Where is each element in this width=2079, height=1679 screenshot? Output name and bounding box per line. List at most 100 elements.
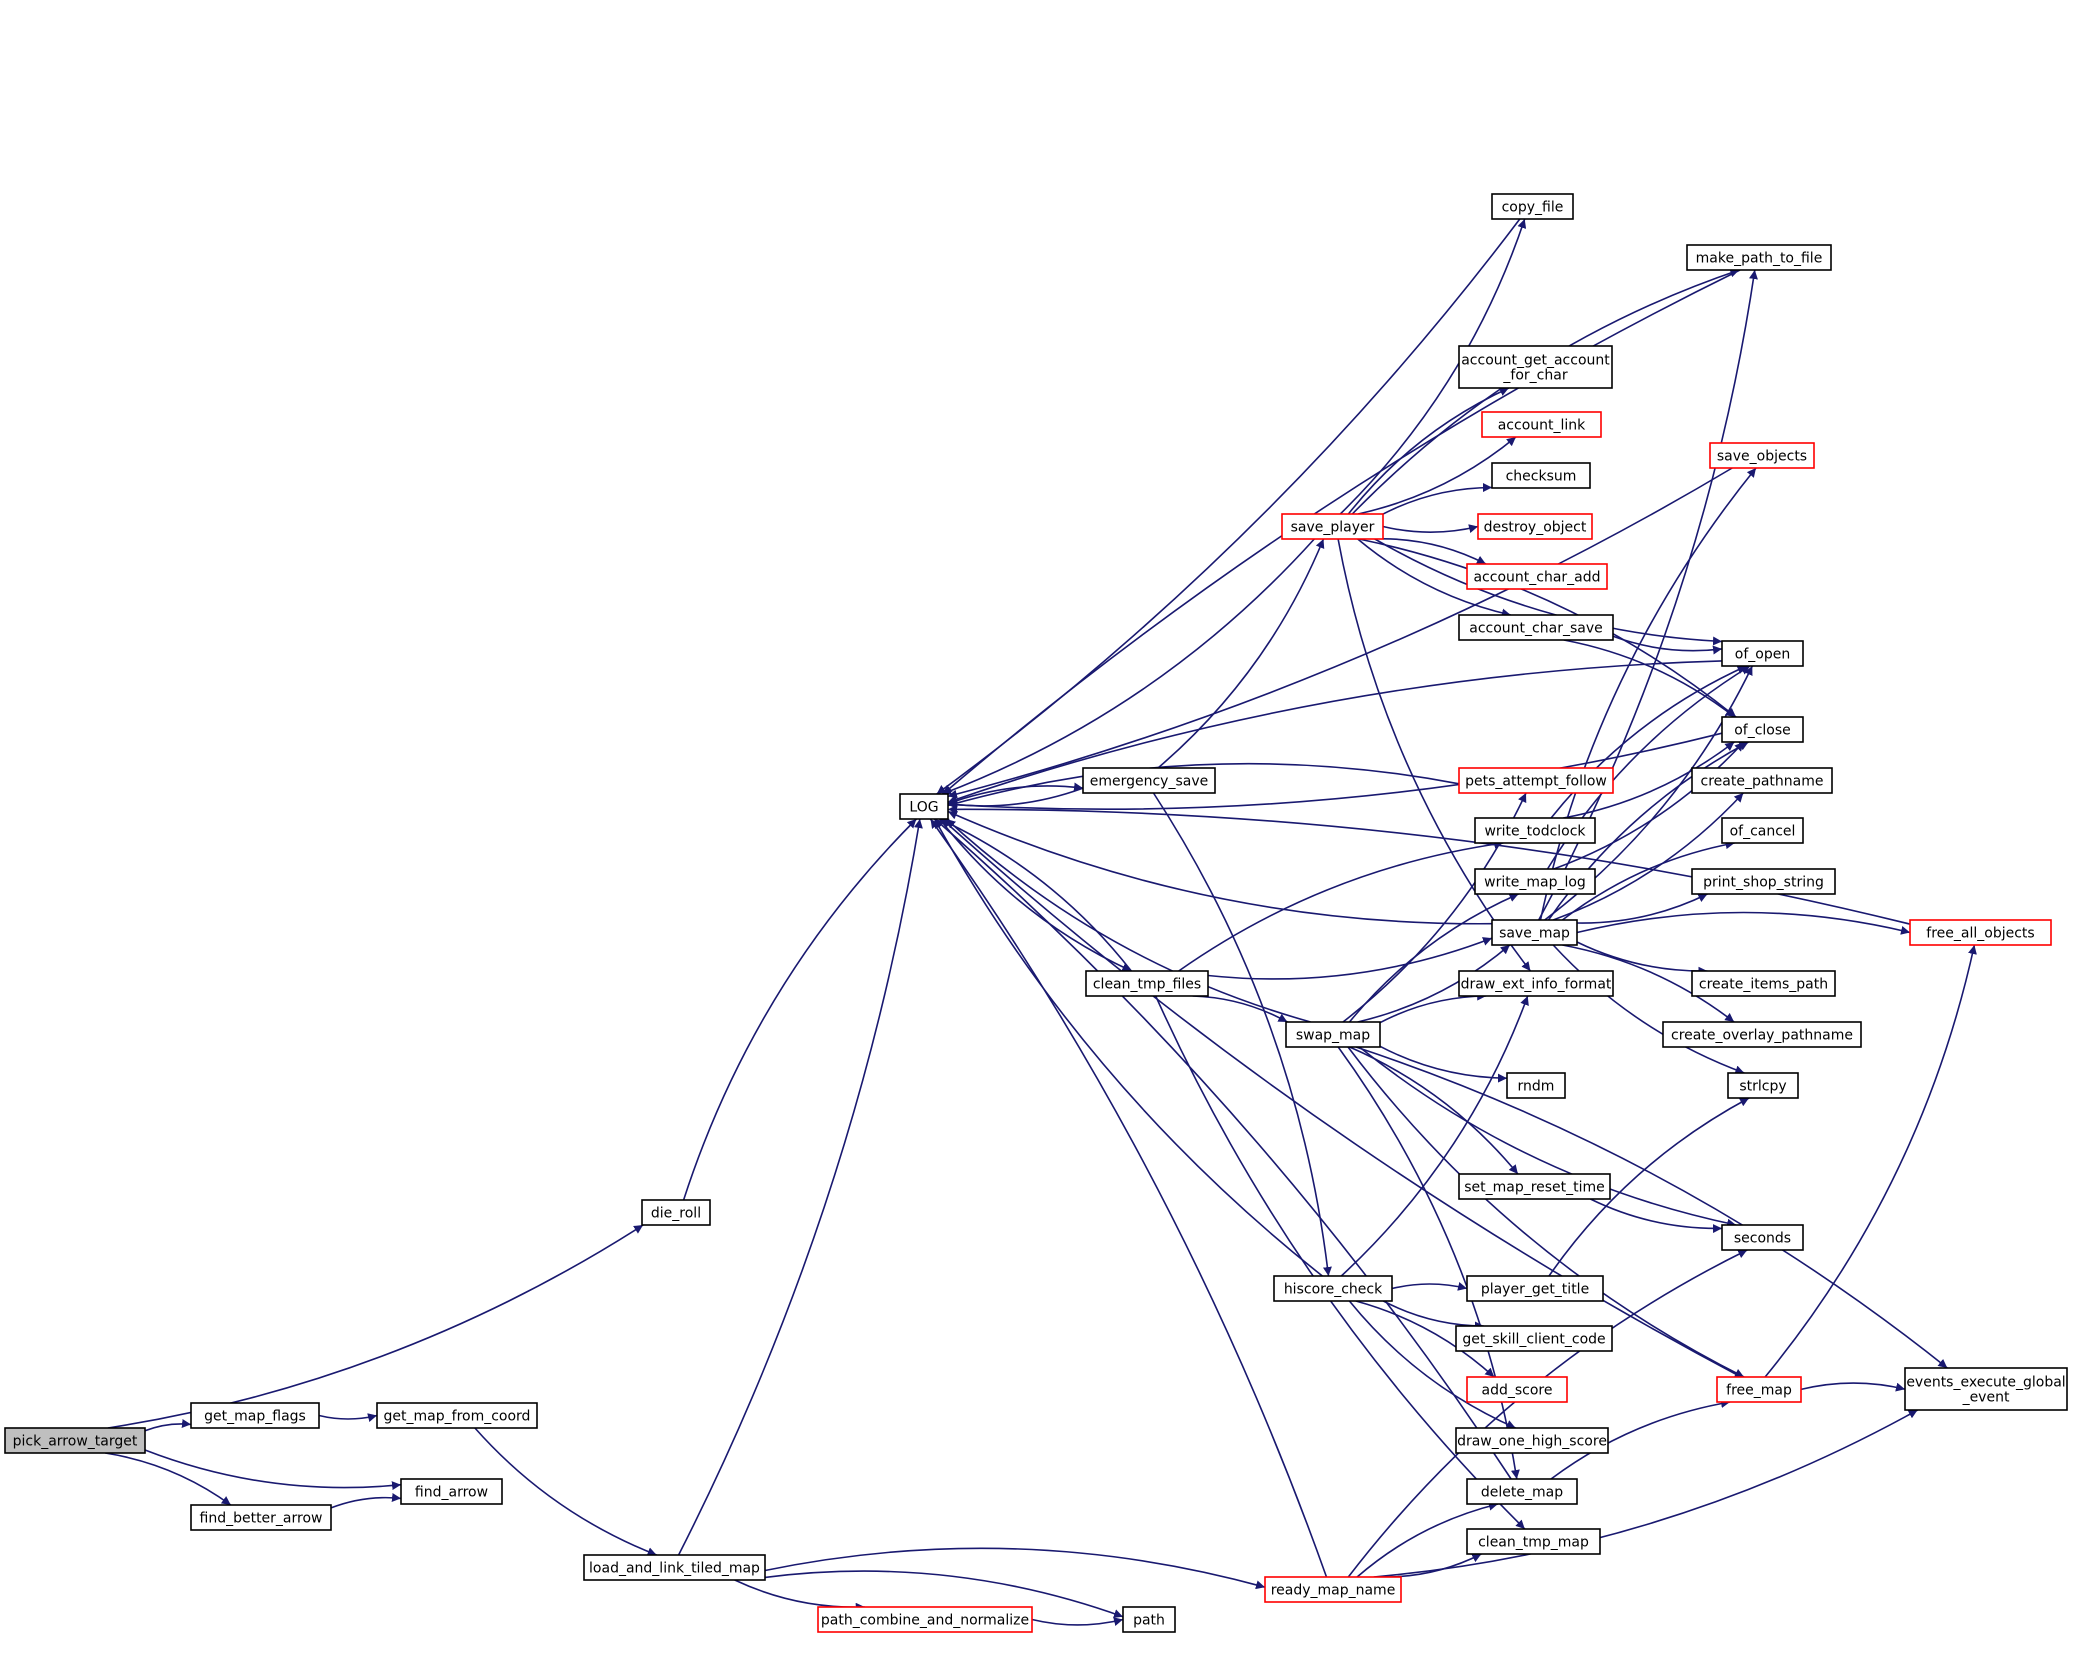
node-box[interactable]	[1491, 462, 1591, 489]
node-ready-map-name[interactable]: ready_map_name	[1264, 1576, 1402, 1603]
node-delete-map[interactable]: delete_map	[1466, 1478, 1578, 1505]
node-of-cancel[interactable]: of_cancel	[1721, 817, 1804, 844]
node-rndm[interactable]: rndm	[1506, 1072, 1566, 1099]
node-save-player[interactable]: save_player	[1281, 513, 1384, 540]
node-box[interactable]	[1458, 970, 1614, 997]
node-add-score[interactable]: add_score	[1466, 1376, 1568, 1403]
node-box[interactable]	[1491, 193, 1574, 220]
node-box[interactable]	[1506, 1072, 1566, 1099]
node-box[interactable]	[1085, 970, 1209, 997]
node-draw-one-high-score[interactable]: draw_one_high_score	[1455, 1427, 1609, 1454]
node-account-char-add[interactable]: account_char_add	[1466, 563, 1608, 590]
node-create-overlay-pathname[interactable]: create_overlay_pathname	[1662, 1021, 1862, 1048]
node-find-better-arrow[interactable]: find_better_arrow	[190, 1504, 332, 1531]
node-box[interactable]	[1458, 345, 1613, 389]
node-box[interactable]	[190, 1504, 332, 1531]
node-box[interactable]	[1474, 817, 1596, 844]
node-box[interactable]	[1727, 1072, 1799, 1099]
node-free-map[interactable]: free_map	[1716, 1376, 1802, 1403]
node-box[interactable]	[1466, 1478, 1578, 1505]
node-die-roll[interactable]: die_roll	[641, 1199, 711, 1226]
node-box[interactable]	[1264, 1576, 1402, 1603]
node-swap-map[interactable]: swap_map	[1285, 1021, 1381, 1048]
node-box[interactable]	[1466, 1275, 1604, 1302]
node-box[interactable]	[1455, 1325, 1613, 1352]
node-box[interactable]	[1721, 1224, 1804, 1251]
node-pick-arrow-target[interactable]: pick_arrow_target	[4, 1427, 146, 1454]
node-box[interactable]	[817, 1606, 1033, 1633]
node-print-shop-string[interactable]: print_shop_string	[1691, 868, 1836, 895]
node-player-get-title[interactable]: player_get_title	[1466, 1275, 1604, 1302]
node-LOG[interactable]: LOG	[899, 793, 949, 820]
node-box[interactable]	[1122, 1606, 1176, 1633]
node-box[interactable]	[1285, 1021, 1381, 1048]
node-box[interactable]	[190, 1402, 320, 1429]
node-account-link[interactable]: account_link	[1481, 411, 1602, 438]
node-box[interactable]	[400, 1478, 503, 1505]
node-box[interactable]	[376, 1402, 538, 1429]
node-clean-tmp-map[interactable]: clean_tmp_map	[1466, 1528, 1601, 1555]
node-get-map-flags[interactable]: get_map_flags	[190, 1402, 320, 1429]
node-path-combine-and-normalize[interactable]: path_combine_and_normalize	[817, 1606, 1033, 1633]
node-box[interactable]	[899, 793, 949, 820]
node-copy-file[interactable]: copy_file	[1491, 193, 1574, 220]
node-box[interactable]	[1455, 1427, 1609, 1454]
node-box[interactable]	[1458, 767, 1614, 794]
node-box[interactable]	[1691, 868, 1836, 895]
node-box[interactable]	[1716, 1376, 1802, 1403]
node-box[interactable]	[1082, 767, 1216, 794]
node-box[interactable]	[1474, 868, 1596, 895]
node-box[interactable]	[1686, 244, 1832, 271]
node-save-map[interactable]: save_map	[1491, 919, 1578, 946]
node-box[interactable]	[641, 1199, 711, 1226]
node-box[interactable]	[1481, 411, 1602, 438]
node-box[interactable]	[1458, 1173, 1611, 1200]
node-path[interactable]: path	[1122, 1606, 1176, 1633]
node-box[interactable]	[1273, 1275, 1393, 1302]
node-box[interactable]	[1466, 1376, 1568, 1403]
node-box[interactable]	[1904, 1367, 2068, 1411]
node-free-all-objects[interactable]: free_all_objects	[1909, 919, 2052, 946]
node-box[interactable]	[1721, 640, 1804, 667]
node-box[interactable]	[4, 1427, 146, 1454]
node-box[interactable]	[1691, 970, 1836, 997]
node-get-map-from-coord[interactable]: get_map_from_coord	[376, 1402, 538, 1429]
node-get-skill-client-code[interactable]: get_skill_client_code	[1455, 1325, 1613, 1352]
node-box[interactable]	[1709, 442, 1815, 469]
node-checksum[interactable]: checksum	[1491, 462, 1591, 489]
node-box[interactable]	[1458, 614, 1614, 641]
node-load-and-link-tiled-map[interactable]: load_and_link_tiled_map	[583, 1554, 766, 1581]
node-box[interactable]	[1662, 1021, 1862, 1048]
node-pets-attempt-follow[interactable]: pets_attempt_follow	[1458, 767, 1614, 794]
node-account-get-account-for-char[interactable]: account_get_account_for_char	[1458, 345, 1613, 389]
node-box[interactable]	[1281, 513, 1384, 540]
node-create-pathname[interactable]: create_pathname	[1691, 767, 1833, 794]
node-write-todclock[interactable]: write_todclock	[1474, 817, 1596, 844]
node-account-char-save[interactable]: account_char_save	[1458, 614, 1614, 641]
node-find-arrow[interactable]: find_arrow	[400, 1478, 503, 1505]
node-strlcpy[interactable]: strlcpy	[1727, 1072, 1799, 1099]
node-seconds[interactable]: seconds	[1721, 1224, 1804, 1251]
node-box[interactable]	[1691, 767, 1833, 794]
node-box[interactable]	[1909, 919, 2052, 946]
node-of-close[interactable]: of_close	[1721, 716, 1804, 743]
node-write-map-log[interactable]: write_map_log	[1474, 868, 1596, 895]
node-box[interactable]	[1721, 716, 1804, 743]
node-make-path-to-file[interactable]: make_path_to_file	[1686, 244, 1832, 271]
node-events-execute-global-event[interactable]: events_execute_global_event	[1904, 1367, 2068, 1411]
node-draw-ext-info-format[interactable]: draw_ext_info_format	[1458, 970, 1614, 997]
node-save-objects[interactable]: save_objects	[1709, 442, 1815, 469]
node-of-open[interactable]: of_open	[1721, 640, 1804, 667]
node-box[interactable]	[1477, 513, 1593, 540]
node-box[interactable]	[1721, 817, 1804, 844]
node-box[interactable]	[1491, 919, 1578, 946]
node-create-items-path[interactable]: create_items_path	[1691, 970, 1836, 997]
node-destroy-object[interactable]: destroy_object	[1477, 513, 1593, 540]
node-emergency-save[interactable]: emergency_save	[1082, 767, 1216, 794]
node-box[interactable]	[1466, 1528, 1601, 1555]
node-hiscore-check[interactable]: hiscore_check	[1273, 1275, 1393, 1302]
node-set-map-reset-time[interactable]: set_map_reset_time	[1458, 1173, 1611, 1200]
node-box[interactable]	[583, 1554, 766, 1581]
node-clean-tmp-files[interactable]: clean_tmp_files	[1085, 970, 1209, 997]
node-box[interactable]	[1466, 563, 1608, 590]
